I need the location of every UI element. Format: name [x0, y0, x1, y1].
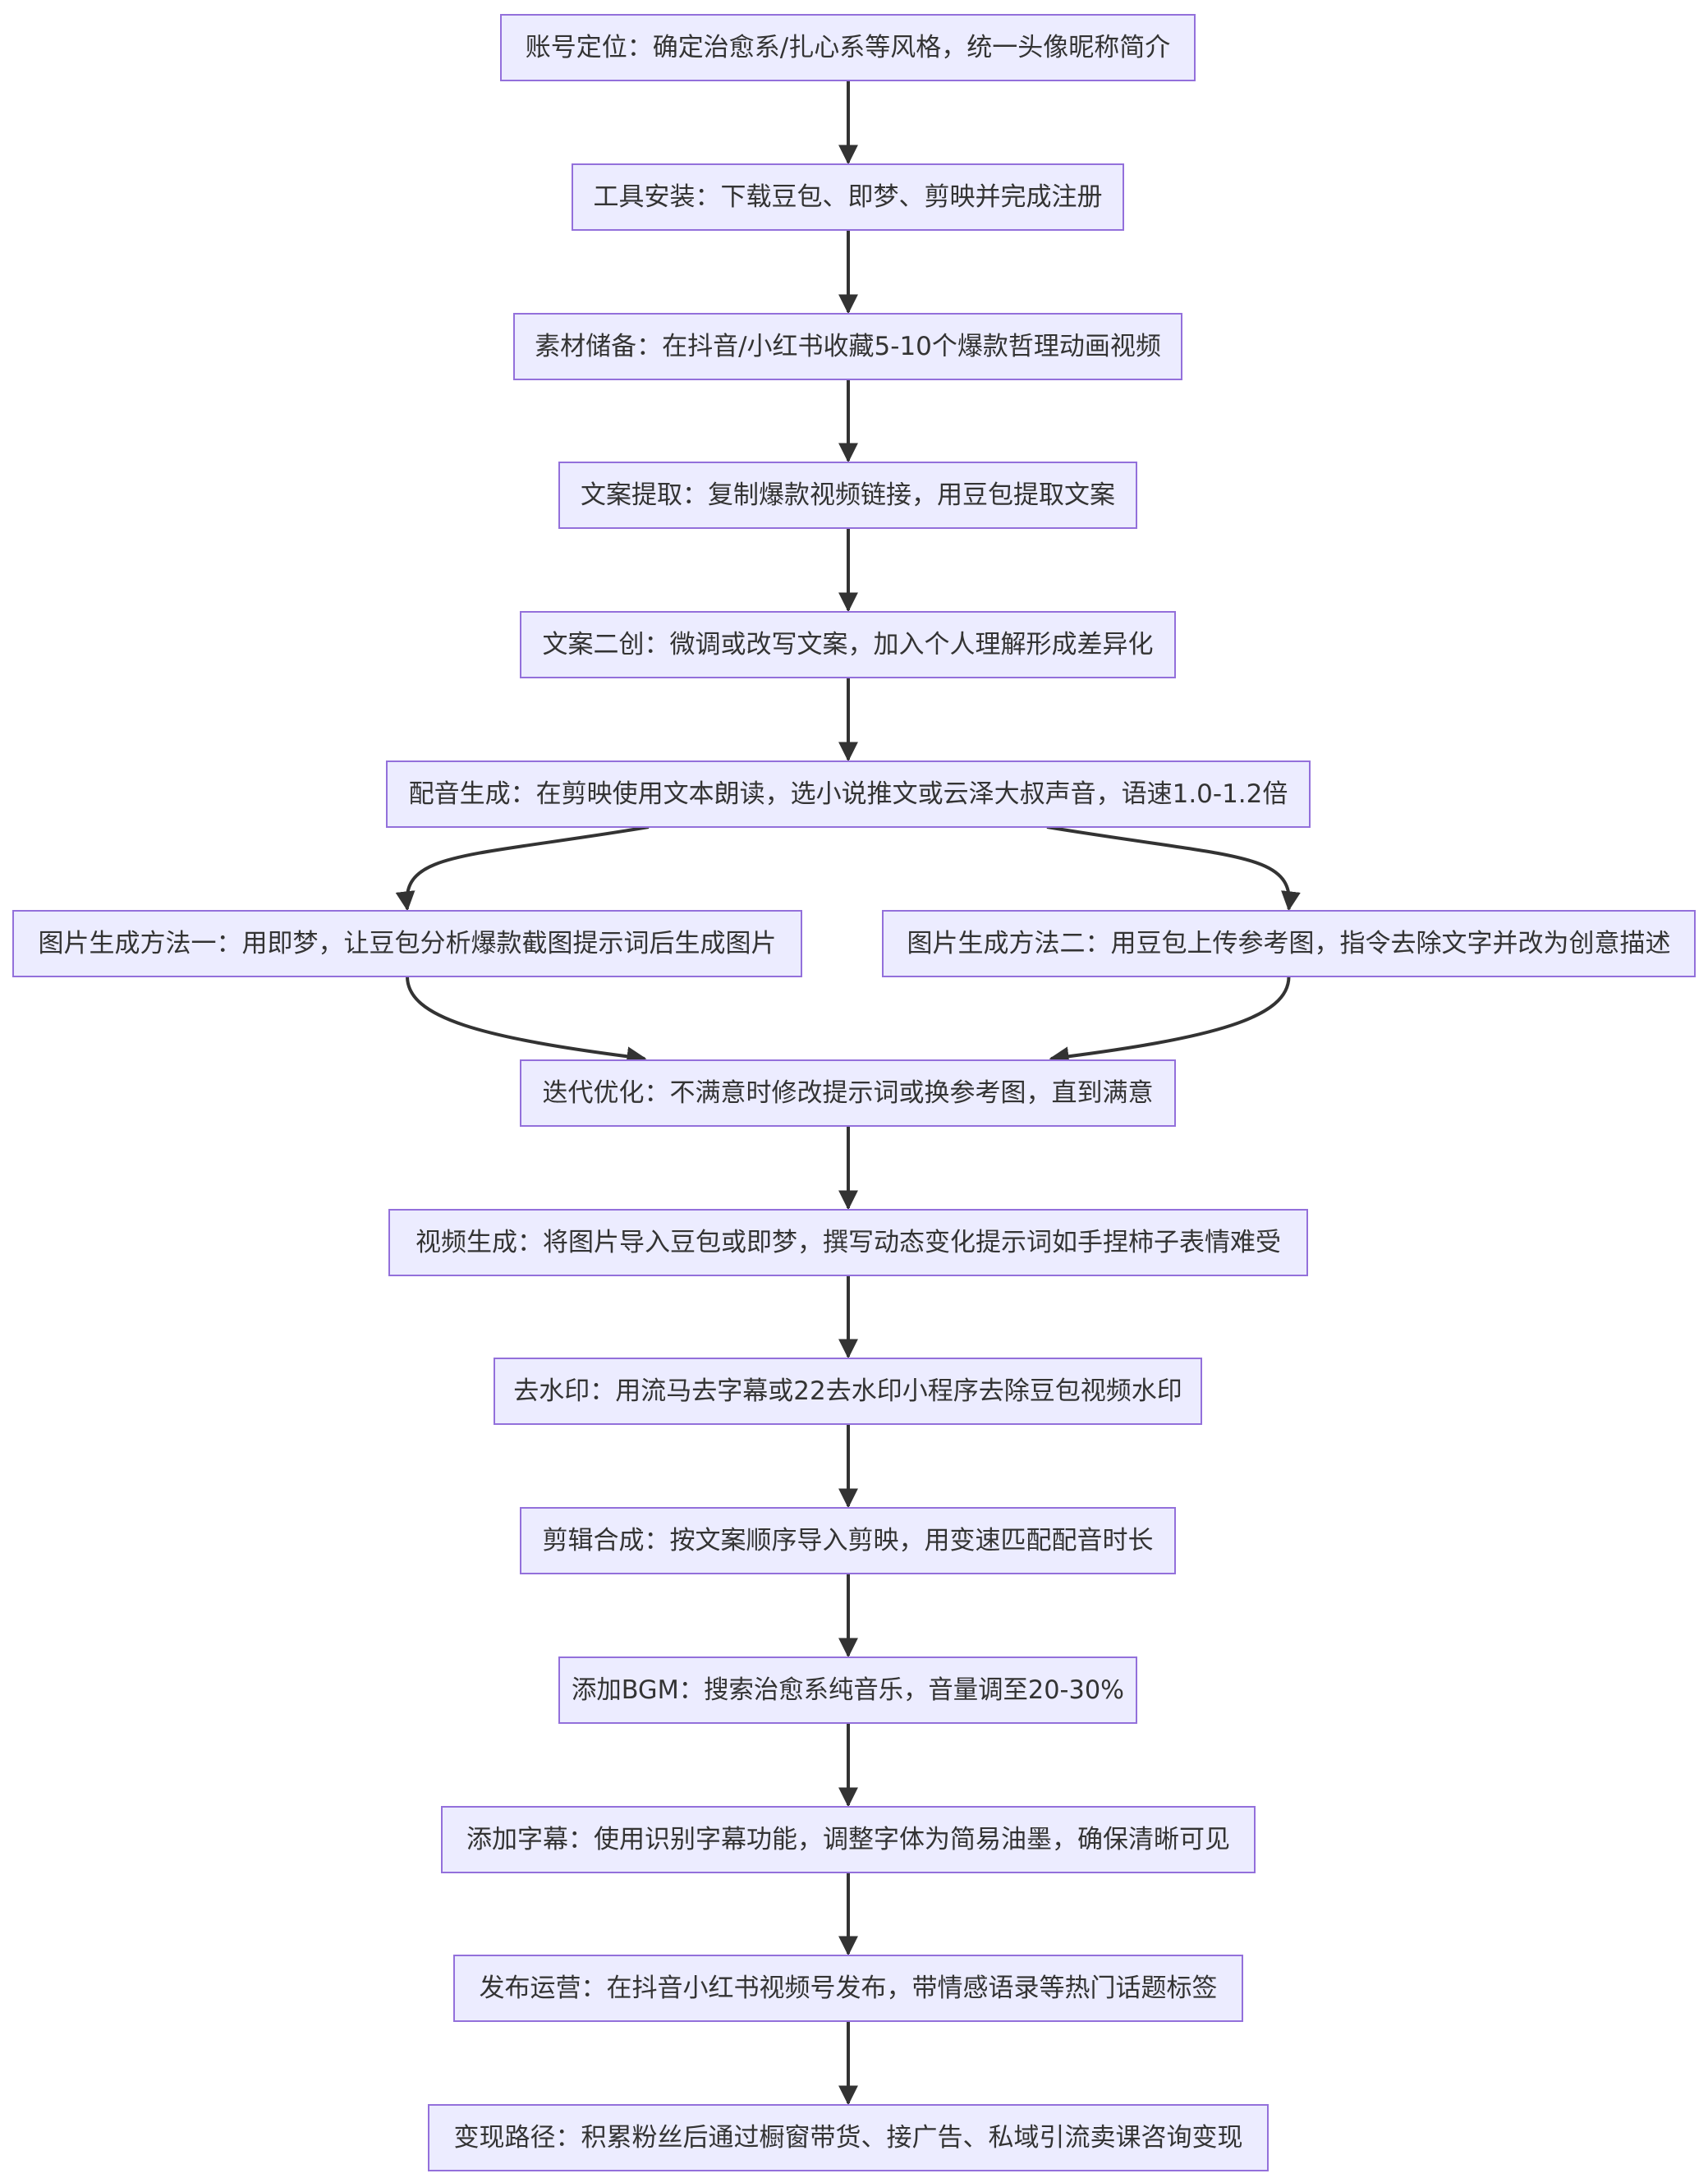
- flow-node-n10: 去水印：用流马去字幕或22去水印小程序去除豆包视频水印: [494, 1358, 1202, 1425]
- edge-n7b-to-n8: [1049, 976, 1291, 1067]
- node-label: 配音生成：在剪映使用文本朗读，选小说推文或云泽大叔声音，语速1.0-1.2倍: [409, 779, 1288, 809]
- node-box: [441, 1806, 1256, 1873]
- node-box: [12, 910, 802, 977]
- node-label: 图片生成方法一：用即梦，让豆包分析爆款截图提示词后生成图片: [39, 929, 777, 958]
- flow-node-n12: 添加BGM：搜索治愈系纯音乐，音量调至20-30%: [558, 1656, 1137, 1724]
- edge-n6-to-n7a: [395, 825, 650, 912]
- node-box: [494, 1358, 1202, 1425]
- node-box: [520, 1507, 1176, 1574]
- node-box: [386, 760, 1311, 828]
- flow-node-n1: 账号定位：确定治愈系/扎心系等风格，统一头像昵称简介: [500, 14, 1196, 81]
- flow-node-n3: 素材储备：在抖音/小红书收藏5-10个爆款哲理动画视频: [513, 313, 1182, 380]
- node-box: [500, 14, 1196, 81]
- edge-n7a-to-n8: [406, 976, 647, 1067]
- nodes-layer: 账号定位：确定治愈系/扎心系等风格，统一头像昵称简介工具安装：下载豆包、即梦、剪…: [12, 14, 1696, 2171]
- flow-node-n6: 配音生成：在剪映使用文本朗读，选小说推文或云泽大叔声音，语速1.0-1.2倍: [386, 760, 1311, 828]
- node-label: 添加字幕：使用识别字幕功能，调整字体为简易油墨，确保清晰可见: [466, 1825, 1230, 1854]
- node-box: [520, 1059, 1176, 1127]
- node-label: 账号定位：确定治愈系/扎心系等风格，统一头像昵称简介: [526, 33, 1170, 62]
- node-label: 素材储备：在抖音/小红书收藏5-10个爆款哲理动画视频: [535, 332, 1161, 361]
- node-label: 图片生成方法二：用豆包上传参考图，指令去除文字并改为创意描述: [907, 929, 1671, 958]
- flow-node-n14: 发布运营：在抖音小红书视频号发布，带情感语录等热门话题标签: [453, 1955, 1243, 2022]
- flow-node-n5: 文案二创：微调或改写文案，加入个人理解形成差异化: [520, 611, 1176, 678]
- flow-node-n2: 工具安装：下载豆包、即梦、剪映并完成注册: [572, 163, 1124, 231]
- node-label: 迭代优化：不满意时修改提示词或换参考图，直到满意: [543, 1078, 1154, 1108]
- node-label: 文案二创：微调或改写文案，加入个人理解形成差异化: [543, 630, 1154, 659]
- node-box: [453, 1955, 1243, 2022]
- node-box: [428, 2104, 1269, 2171]
- flow-node-n9: 视频生成：将图片导入豆包或即梦，撰写动态变化提示词如手捏柿子表情难受: [388, 1209, 1308, 1276]
- flow-node-n7b: 图片生成方法二：用豆包上传参考图，指令去除文字并改为创意描述: [882, 910, 1696, 977]
- node-label: 添加BGM：搜索治愈系纯音乐，音量调至20-30%: [572, 1675, 1124, 1705]
- node-box: [388, 1209, 1308, 1276]
- flow-node-n8: 迭代优化：不满意时修改提示词或换参考图，直到满意: [520, 1059, 1176, 1127]
- edge-n6-to-n7b: [1046, 825, 1301, 912]
- node-box: [558, 462, 1137, 529]
- node-label: 剪辑合成：按文案顺序导入剪映，用变速匹配配音时长: [543, 1526, 1154, 1555]
- node-label: 工具安装：下载豆包、即梦、剪映并完成注册: [594, 182, 1103, 212]
- node-label: 视频生成：将图片导入豆包或即梦，撰写动态变化提示词如手捏柿子表情难受: [416, 1228, 1281, 1257]
- node-box: [513, 313, 1182, 380]
- node-label: 变现路径：积累粉丝后通过橱窗带货、接广告、私域引流卖课咨询变现: [454, 2123, 1243, 2153]
- flow-node-n4: 文案提取：复制爆款视频链接，用豆包提取文案: [558, 462, 1137, 529]
- flow-node-n7a: 图片生成方法一：用即梦，让豆包分析爆款截图提示词后生成图片: [12, 910, 802, 977]
- node-box: [572, 163, 1124, 231]
- node-box: [520, 611, 1176, 678]
- edges-layer: [395, 80, 1301, 2106]
- node-box: [558, 1656, 1137, 1724]
- node-box: [882, 910, 1696, 977]
- flow-node-n11: 剪辑合成：按文案顺序导入剪映，用变速匹配配音时长: [520, 1507, 1176, 1574]
- node-label: 文案提取：复制爆款视频链接，用豆包提取文案: [581, 480, 1115, 510]
- node-label: 发布运营：在抖音小红书视频号发布，带情感语录等热门话题标签: [480, 1974, 1218, 2003]
- flow-node-n15: 变现路径：积累粉丝后通过橱窗带货、接广告、私域引流卖课咨询变现: [428, 2104, 1269, 2171]
- node-label: 去水印：用流马去字幕或22去水印小程序去除豆包视频水印: [513, 1376, 1182, 1406]
- flow-node-n13: 添加字幕：使用识别字幕功能，调整字体为简易油墨，确保清晰可见: [441, 1806, 1256, 1873]
